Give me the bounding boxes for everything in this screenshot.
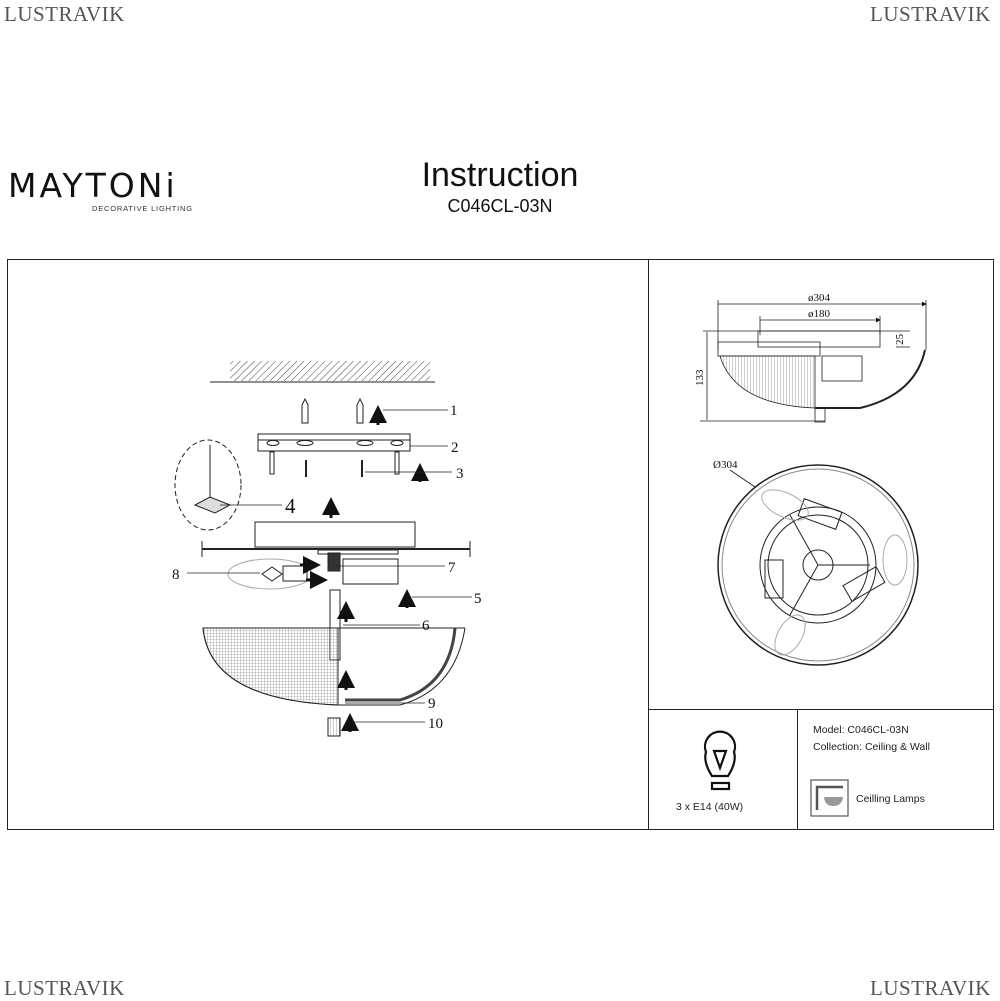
part-label: 4	[285, 494, 296, 518]
part-label: 10	[428, 716, 443, 732]
wall-anchors	[301, 397, 364, 424]
dimension-total-height: 133	[694, 369, 706, 386]
part-label: 2	[451, 440, 459, 456]
ceiling-lamp-icon	[810, 779, 849, 817]
watermark-bottom-right: LUSTRAVIK	[870, 976, 991, 1000]
dimension-outer-diameter: ø304	[808, 292, 831, 304]
watermark-bottom-left: LUSTRAVIK	[4, 976, 125, 1000]
dimension-canopy-height: 25	[894, 334, 906, 346]
dimension-top-view-diameter: Ø304	[713, 459, 738, 471]
finial	[327, 717, 341, 737]
ceiling	[230, 361, 430, 381]
canopy	[254, 521, 416, 548]
category-info: Ceilling Lamps	[856, 793, 925, 805]
brand-tagline: DECORATIVE LIGHTING	[92, 204, 193, 213]
part-labels: 1 2 3 4 5 6 7 8 9 10	[172, 403, 482, 732]
part-label: 7	[448, 560, 456, 576]
watermark-top-right: LUSTRAVIK	[870, 2, 991, 26]
top-view-drawing	[717, 464, 919, 666]
brand-name: MAYTONi	[8, 166, 178, 205]
part-label: 3	[456, 466, 464, 482]
socket	[342, 558, 399, 585]
model-subtitle: C046CL-03N	[447, 196, 553, 216]
side-view-drawing	[700, 300, 927, 423]
part-label: 5	[474, 591, 482, 607]
divider	[797, 709, 798, 830]
bulb	[227, 558, 313, 590]
wiring-detail	[174, 439, 242, 531]
instruction-frame	[7, 259, 994, 830]
model-info: Model: C046CL-03N	[813, 724, 909, 736]
arrows	[300, 405, 429, 732]
assembly-diagram	[174, 361, 472, 737]
dimension-canopy-diameter: ø180	[808, 308, 831, 320]
brand-logo: MAYTONi DECORATIVE LIGHTING	[8, 166, 192, 213]
part-label: 9	[428, 696, 436, 712]
divider	[648, 709, 994, 710]
bulb-icon	[703, 730, 737, 791]
collection-info: Collection: Ceiling & Wall	[813, 741, 930, 753]
mounting-bracket	[257, 433, 411, 452]
dimension-labels: ø304 ø180 25 133 Ø304	[694, 292, 906, 471]
part-label: 8	[172, 567, 180, 583]
glass-shade	[202, 627, 339, 706]
bulb-spec: 3 x E14 (40W)	[676, 801, 744, 813]
watermark-top-left: LUSTRAVIK	[4, 2, 125, 26]
part-label: 1	[450, 403, 458, 419]
leader-lines	[187, 409, 472, 723]
divider	[648, 259, 649, 830]
page-title: Instruction	[421, 156, 579, 194]
part-label: 6	[422, 618, 430, 634]
